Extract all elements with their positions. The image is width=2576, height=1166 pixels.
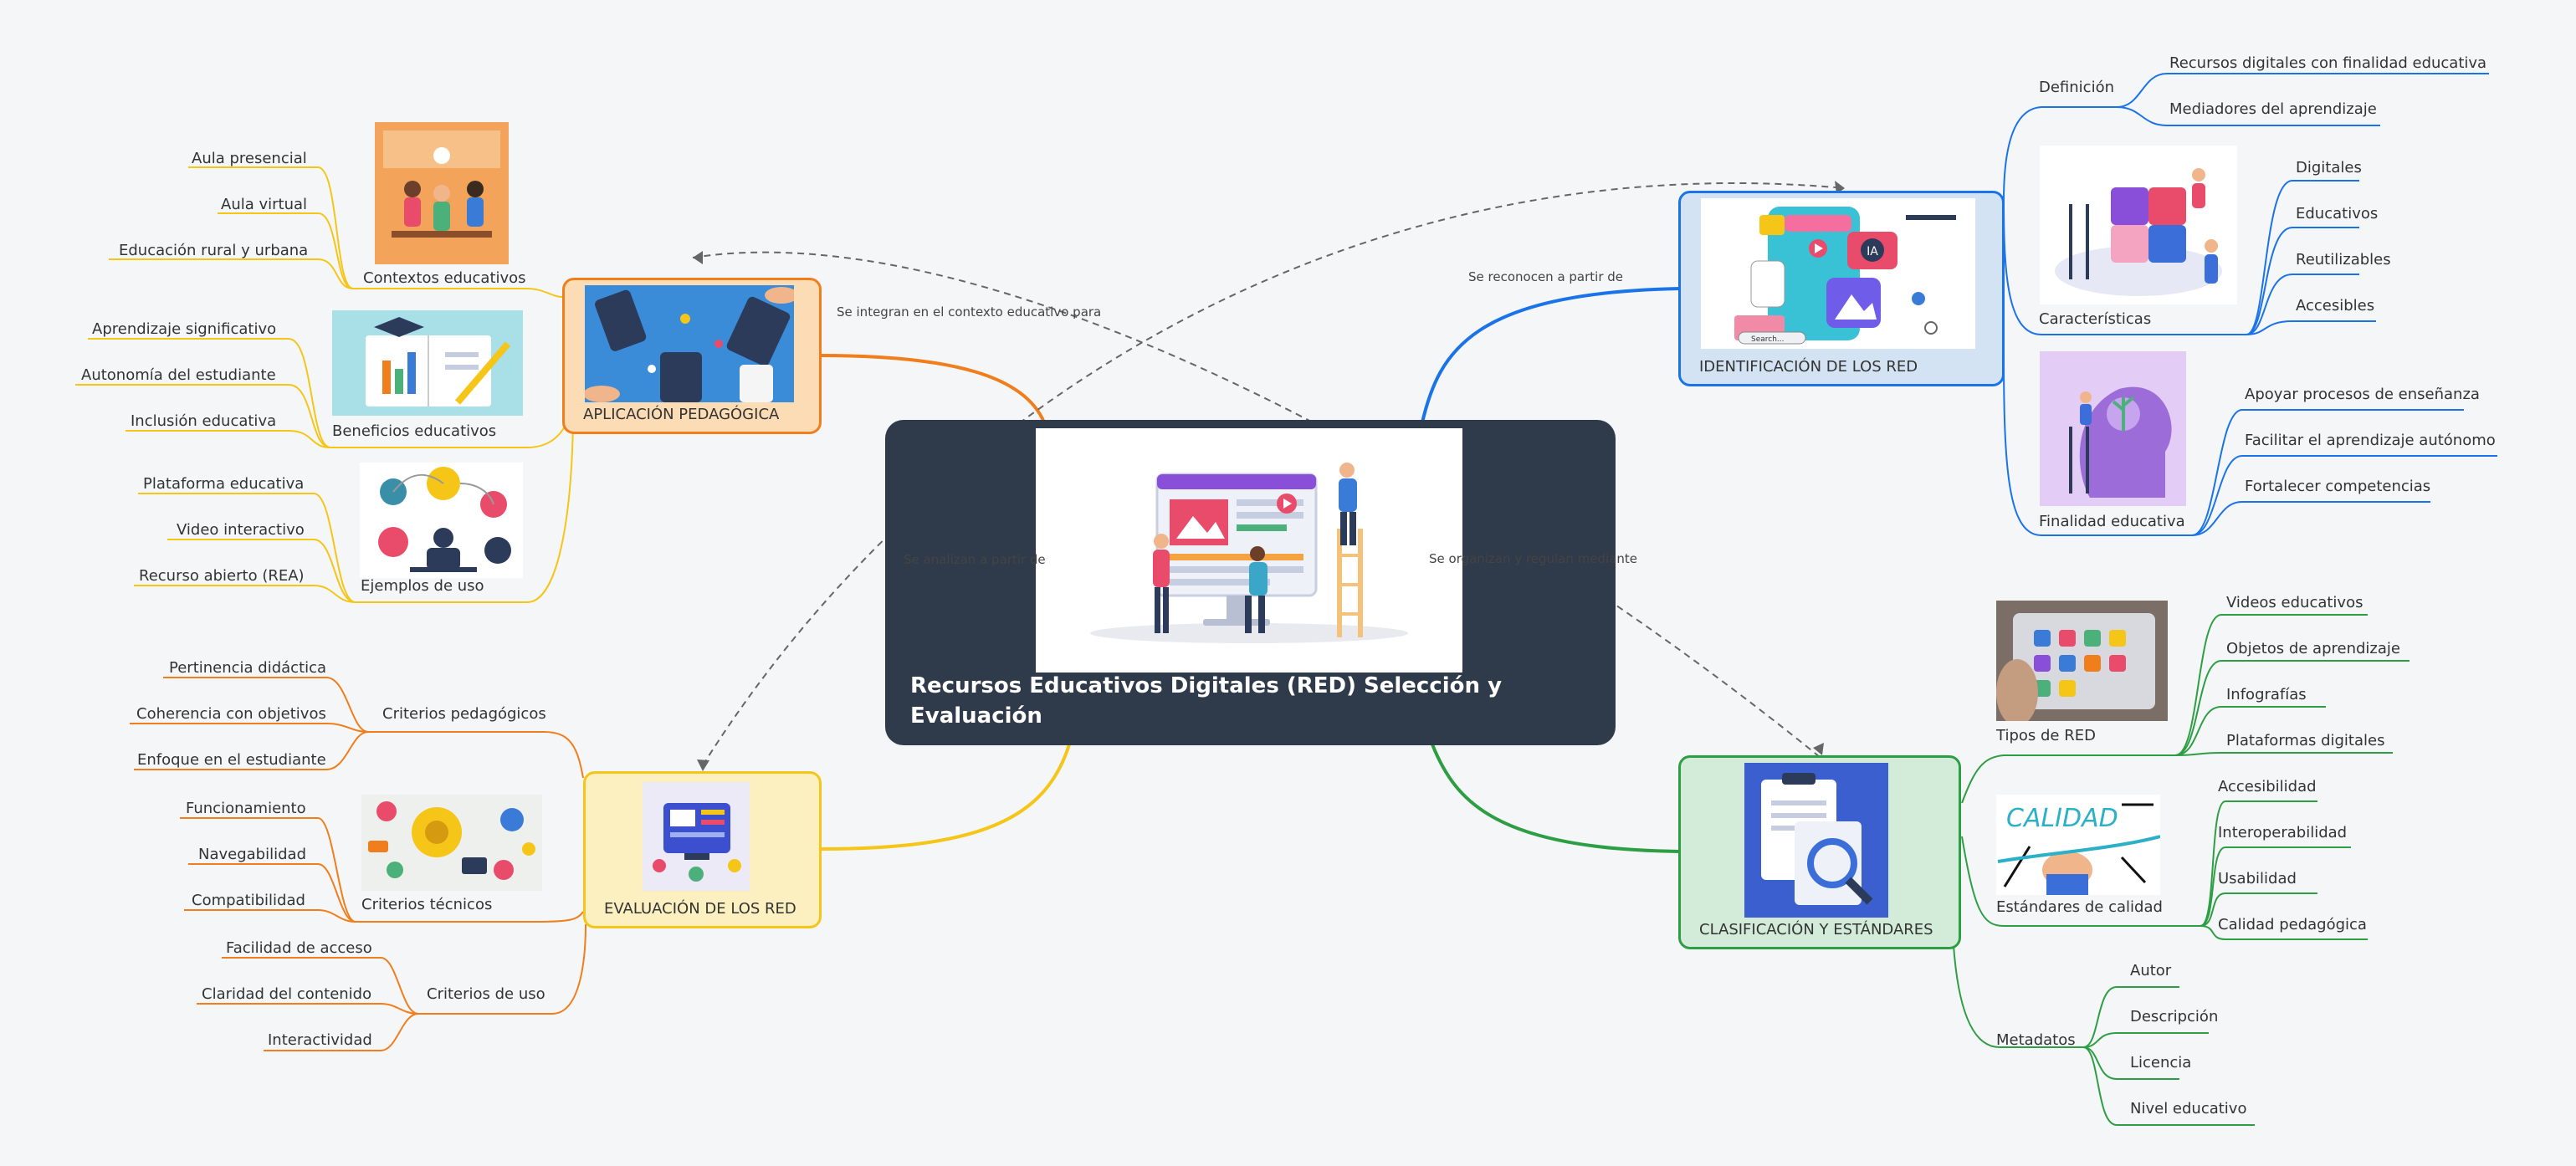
item-plataformas-digitales[interactable]: Plataformas digitales [2226,732,2385,749]
relation-label-reconocen[interactable]: Se reconocen a partir de [1468,269,1624,284]
item-digitales[interactable]: Digitales [2296,159,2362,176]
item-inclusion-educativa[interactable]: Inclusión educativa [131,412,277,430]
ejemplos-illustration [360,463,523,578]
topic-tipos-red[interactable]: Tipos de RED [1996,727,2096,744]
central-title: Recursos Educativos Digitales (RED) Sele… [910,673,1503,729]
item-interoperabilidad[interactable]: Interoperabilidad [2218,824,2348,841]
item-autonomia-estudiante[interactable]: Autonomía del estudiante [81,366,276,384]
item-calidad-pedagogica[interactable]: Calidad pedagógica [2218,916,2367,933]
caracteristicas-illustration [2040,146,2237,304]
item-mediadores[interactable]: Mediadores del aprendizaje [2169,100,2377,118]
aplicacion-illustration [585,285,794,402]
topic-criterios-uso[interactable]: Criterios de uso [427,985,545,1003]
relation-label-integran[interactable]: Se integran en el contexto educativo par… [837,304,1102,320]
item-plataforma-educativa[interactable]: Plataforma educativa [143,475,305,493]
relation-arc-integran [692,251,1821,758]
criterios-tecnicos-illustration [361,795,542,891]
item-facilitar-aprendizaje[interactable]: Facilitar el aprendizaje autónomo [2245,432,2496,449]
item-educativos[interactable]: Educativos [2296,205,2379,222]
connector-identificacion [1421,287,1681,423]
topic-criterios-pedagogicos[interactable]: Criterios pedagógicos [382,705,546,723]
clasificacion-label: CLASIFICACIÓN Y ESTÁNDARES [1699,921,1933,938]
connector-evaluacion [819,744,1071,851]
item-recurso-abierto[interactable]: Recurso abierto (REA) [139,567,305,585]
item-reutilizables[interactable]: Reutilizables [2296,251,2391,268]
branch-aplicacion[interactable]: APLICACIÓN PEDAGÓGICA [562,278,822,434]
contextos-illustration [375,122,509,264]
branch-evaluacion[interactable]: EVALUACIÓN DE LOS RED [583,771,822,928]
item-fortalecer-competencias[interactable]: Fortalecer competencias [2245,478,2431,495]
relation-arc-reconocen [702,182,1846,766]
evaluacion-label: EVALUACIÓN DE LOS RED [604,900,796,918]
connector-clasificacion [1431,744,1681,853]
evaluacion-illustration [643,782,750,891]
topic-criterios-tecnicos[interactable]: Criterios técnicos [361,896,493,913]
item-funcionamiento[interactable]: Funcionamiento [186,800,306,817]
topic-definicion[interactable]: Definición [2039,79,2114,96]
item-apoyar-procesos[interactable]: Apoyar procesos de enseñanza [2245,386,2480,403]
item-videos-educativos[interactable]: Videos educativos [2226,594,2363,611]
branch-clasificacion[interactable]: CLASIFICACIÓN Y ESTÁNDARES [1678,755,1961,949]
topic-finalidad-educativa[interactable]: Finalidad educativa [2039,513,2185,530]
topic-beneficios-educativos[interactable]: Beneficios educativos [332,422,497,440]
topic-estandares-calidad[interactable]: Estándares de calidad [1996,898,2163,916]
item-licencia[interactable]: Licencia [2130,1054,2192,1071]
item-recursos-digitales[interactable]: Recursos digitales con finalidad educati… [2169,54,2487,72]
branch-identificacion[interactable]: IA Search... IDENTIFICACIÓN DE LOS RED [1678,191,2005,386]
ia-badge-text: IA [1867,245,1878,258]
topic-caracteristicas[interactable]: Características [2039,310,2152,328]
item-descripcion[interactable]: Descripción [2130,1008,2219,1025]
item-coherencia-objetivos[interactable]: Coherencia con objetivos [136,705,326,723]
central-topic[interactable]: Recursos Educativos Digitales (RED) Sele… [885,420,1616,745]
connector-aplicacion [819,354,1046,423]
beneficios-illustration [332,310,523,416]
item-navegabilidad[interactable]: Navegabilidad [198,846,306,863]
item-video-interactivo[interactable]: Video interactivo [177,521,305,539]
topic-contextos-educativos[interactable]: Contextos educativos [363,269,526,287]
item-objetos-aprendizaje[interactable]: Objetos de aprendizaje [2226,640,2400,657]
estandares-illustration: CALIDAD [1996,795,2160,895]
tipos-red-illustration [1996,601,2168,721]
item-usabilidad[interactable]: Usabilidad [2218,870,2297,887]
finalidad-illustration [2040,351,2186,506]
item-interactividad[interactable]: Interactividad [268,1031,372,1049]
item-enfoque-estudiante[interactable]: Enfoque en el estudiante [137,751,326,769]
item-nivel-educativo[interactable]: Nivel educativo [2130,1100,2247,1117]
item-educacion-rural-urbana[interactable]: Educación rural y urbana [119,242,309,259]
item-accesibles[interactable]: Accesibles [2296,297,2375,315]
arrowhead-organizan [1813,743,1824,755]
item-aprendizaje-significativo[interactable]: Aprendizaje significativo [92,320,277,338]
central-illustration [1036,428,1462,672]
clasificacion-illustration [1744,763,1888,918]
item-compatibilidad[interactable]: Compatibilidad [192,892,305,909]
arrowhead-analizan [697,759,709,771]
evaluacion-subtree-lines [130,677,586,1051]
item-autor[interactable]: Autor [2130,962,2172,979]
relation-label-analizan[interactable]: Se analizan a partir de [904,552,1046,567]
topic-metadatos[interactable]: Metadatos [1996,1031,2076,1049]
arrowhead-integran [693,251,703,264]
item-accesibilidad[interactable]: Accesibilidad [2218,778,2317,795]
aplicacion-subtree-lines [75,166,574,603]
aplicacion-label: APLICACIÓN PEDAGÓGICA [583,406,780,423]
calidad-text: CALIDAD [2006,804,2118,833]
item-infografias[interactable]: Infografías [2226,686,2307,703]
clasificacion-subtree-lines [1953,614,2410,1126]
identificacion-illustration: IA Search... [1701,198,1975,349]
item-claridad-contenido[interactable]: Claridad del contenido [202,985,372,1003]
topic-ejemplos-uso[interactable]: Ejemplos de uso [361,577,484,595]
item-pertinencia-didactica[interactable]: Pertinencia didáctica [169,659,327,677]
item-aula-presencial[interactable]: Aula presencial [192,150,307,167]
search-badge-text: Search... [1751,335,1785,344]
item-facilidad-acceso[interactable]: Facilidad de acceso [226,939,372,957]
item-aula-virtual[interactable]: Aula virtual [221,196,308,213]
relation-label-organizan[interactable]: Se organizan y regulan mediante [1429,551,1638,566]
identificacion-label: IDENTIFICACIÓN DE LOS RED [1699,358,1918,376]
